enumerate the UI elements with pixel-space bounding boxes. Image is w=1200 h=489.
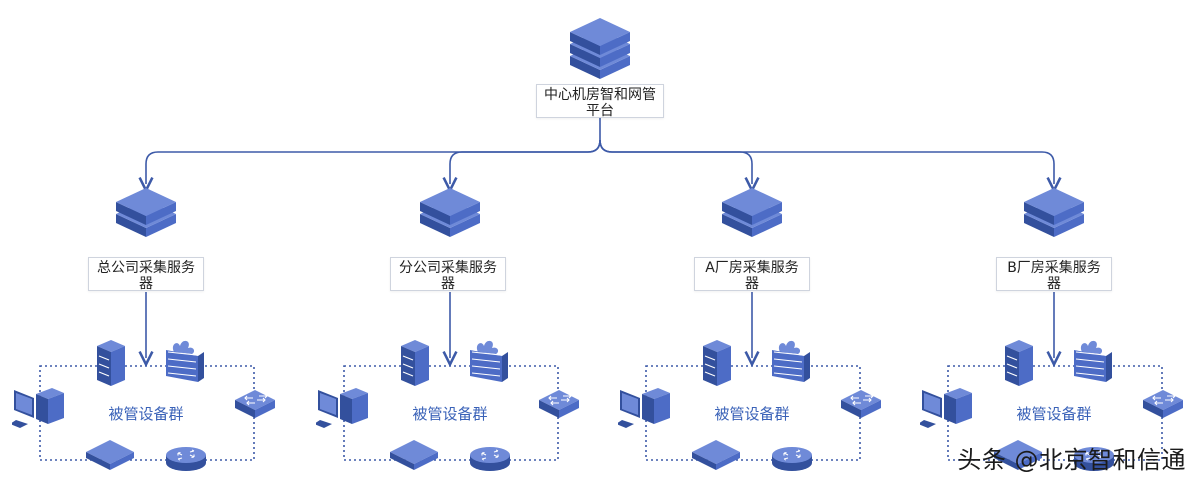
switch-icon-a-plant <box>841 390 881 418</box>
cluster-label-branch: 被管设备群 <box>412 405 488 423</box>
server-tower-icon-branch <box>401 340 429 386</box>
router-icon-branch <box>470 447 510 471</box>
switch-icon-b-plant <box>1143 390 1183 418</box>
desktop-computer-icon-a-plant <box>618 388 670 428</box>
cluster-label-a-plant: 被管设备群 <box>714 405 790 423</box>
server-stack-icon-a-plant <box>722 188 782 237</box>
center-platform-label: 中心机房智和网管平台 <box>536 84 664 119</box>
server-stack-icon-b-plant <box>1024 188 1084 237</box>
server-label-b-plant-text: B厂房采集服务器 <box>1007 260 1101 292</box>
appliance-icon-hq <box>86 440 134 470</box>
desktop-computer-icon-branch <box>316 388 368 428</box>
appliance-icon-b-plant <box>994 440 1042 470</box>
cluster-label-hq: 被管设备群 <box>108 405 184 423</box>
firewall-icon-a-plant <box>772 340 810 382</box>
firewall-icon-b-plant <box>1074 340 1112 382</box>
server-tower-icon-hq <box>97 340 125 386</box>
switch-icon-branch <box>539 390 579 418</box>
server-label-b-plant: B厂房采集服务器 <box>996 257 1112 292</box>
firewall-icon-hq <box>166 340 204 382</box>
server-label-hq-text: 总公司采集服务器 <box>97 260 195 292</box>
server-label-a-plant-text: A厂房采集服务器 <box>705 260 799 292</box>
server-label-a-plant: A厂房采集服务器 <box>694 257 810 292</box>
server-stack-icon-branch <box>420 188 480 237</box>
server-tower-icon-a-plant <box>703 340 731 386</box>
appliance-icon-branch <box>390 440 438 470</box>
center-platform-label-text: 中心机房智和网管平台 <box>544 87 656 119</box>
appliance-icon-a-plant <box>692 440 740 470</box>
switch-icon-hq <box>235 390 275 418</box>
server-label-hq: 总公司采集服务器 <box>88 257 204 292</box>
desktop-computer-icon-hq <box>12 388 64 428</box>
connector-center-to-b-plant <box>599 139 1054 184</box>
cluster-label-b-plant: 被管设备群 <box>1016 405 1092 423</box>
watermark: 头条 @北京智和信通 <box>957 446 1186 474</box>
server-tower-icon-b-plant <box>1005 340 1033 386</box>
connector-center-to-branch <box>450 139 601 184</box>
router-icon-hq <box>166 447 206 471</box>
server-label-branch: 分公司采集服务器 <box>390 257 506 292</box>
desktop-computer-icon-b-plant <box>920 388 972 428</box>
router-icon-a-plant <box>772 447 812 471</box>
router-icon-b-plant <box>1074 447 1114 471</box>
center-server-stack-icon <box>570 18 630 79</box>
server-stack-icon-hq <box>116 188 176 237</box>
firewall-icon-branch <box>470 340 508 382</box>
server-label-branch-text: 分公司采集服务器 <box>399 260 497 292</box>
